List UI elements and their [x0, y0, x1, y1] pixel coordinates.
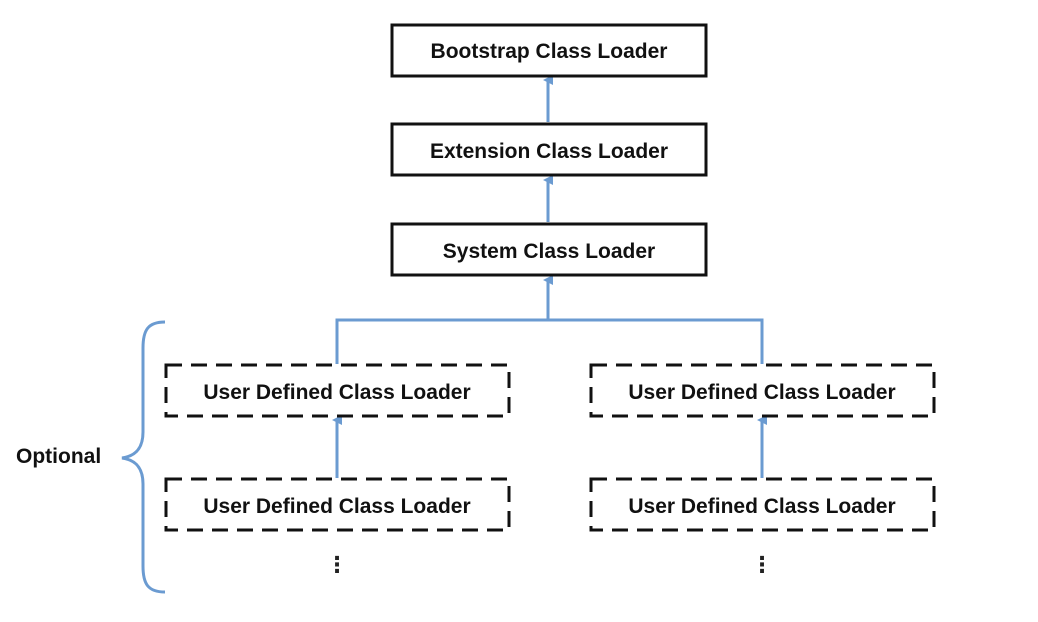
- optional-label: Optional: [16, 445, 101, 468]
- system-node: System Class Loader: [390, 222, 708, 277]
- user-left-top-label: User Defined Class Loader: [203, 381, 470, 404]
- user-left-bottom-label: User Defined Class Loader: [203, 495, 470, 518]
- optional-brace: [121, 320, 166, 594]
- user-right-bottom-node: User Defined Class Loader: [589, 477, 936, 532]
- user-right-top-node: User Defined Class Loader: [589, 363, 936, 418]
- extension-label: Extension Class Loader: [430, 140, 668, 163]
- user-right-top-label: User Defined Class Loader: [628, 381, 895, 404]
- user-left-bottom-node: User Defined Class Loader: [164, 477, 511, 532]
- left-continuation-ellipsis: ⋮: [326, 552, 348, 577]
- bootstrap-label: Bootstrap Class Loader: [431, 40, 668, 63]
- right-continuation-ellipsis: ⋮: [751, 552, 773, 577]
- user-right-bottom-label: User Defined Class Loader: [628, 495, 895, 518]
- branch-connector: [335, 318, 764, 364]
- bootstrap-node: Bootstrap Class Loader: [390, 23, 708, 78]
- connectors: [332, 75, 767, 478]
- system-label: System Class Loader: [443, 240, 655, 263]
- user-left-top-node: User Defined Class Loader: [164, 363, 511, 418]
- extension-node: Extension Class Loader: [390, 122, 708, 177]
